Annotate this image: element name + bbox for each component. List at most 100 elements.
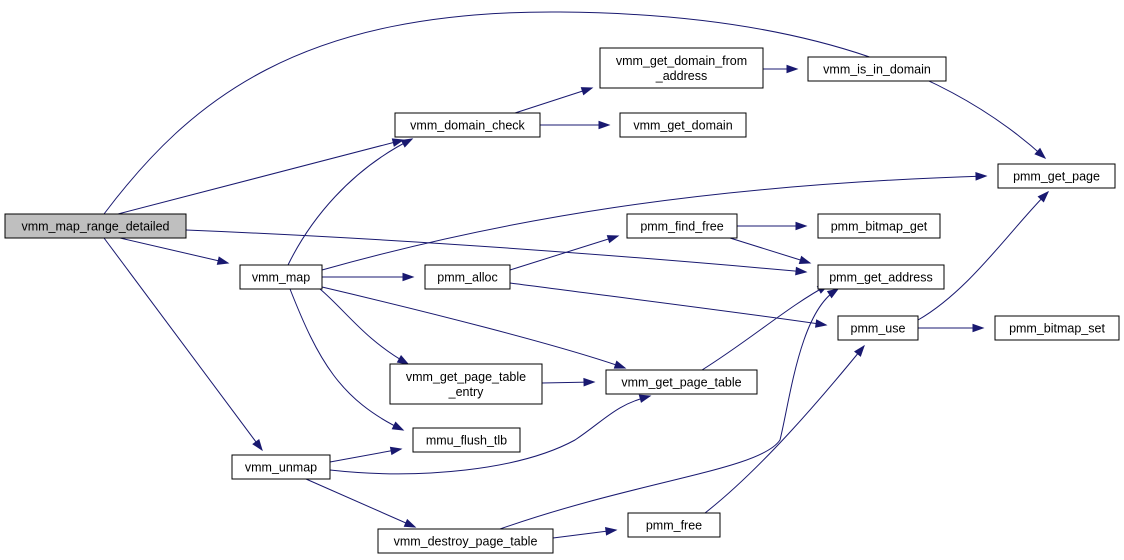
edge-pmm_find_free-to-pmm_get_address xyxy=(729,237,812,265)
node-label: pmm_get_page xyxy=(1013,170,1100,184)
node-vmm-unmap[interactable]: vmm_unmap xyxy=(231,454,331,480)
node-box[interactable] xyxy=(424,264,511,290)
edge-arrowhead xyxy=(391,138,405,147)
node-pmm-alloc[interactable]: pmm_alloc xyxy=(424,264,511,290)
node-box[interactable] xyxy=(377,528,554,554)
node-label: pmm_get_address xyxy=(829,271,933,285)
node-pmm-get-page[interactable]: pmm_get_page xyxy=(997,163,1116,189)
node-pmm-free[interactable]: pmm_free xyxy=(627,512,721,538)
node-label: vmm_is_in_domain xyxy=(823,63,931,77)
node-pmm-find-free[interactable]: pmm_find_free xyxy=(626,213,738,239)
edge-line xyxy=(509,235,619,271)
edge-arrowhead xyxy=(1034,147,1047,159)
node-pmm-bitmap-set[interactable]: pmm_bitmap_set xyxy=(994,315,1120,341)
edge-arrowhead xyxy=(854,344,865,357)
edge-arrowhead xyxy=(389,446,403,456)
edge-arrowhead xyxy=(403,518,417,528)
node-label: vmm_get_page_table xyxy=(621,376,741,390)
edge-arrowhead xyxy=(605,527,618,536)
node-box[interactable] xyxy=(619,112,747,138)
edge-vmm_domain_check-to-vmm_get_domain xyxy=(540,120,611,130)
node-box[interactable] xyxy=(394,112,541,138)
edge-arrowhead xyxy=(972,323,985,333)
node-box[interactable] xyxy=(994,315,1120,341)
edge-vmm_unmap-to-vmm_get_page_table xyxy=(329,394,652,475)
edge-arrowhead xyxy=(583,377,596,387)
node-label: vmm_domain_check xyxy=(410,119,525,133)
node-label: pmm_alloc xyxy=(437,271,497,285)
node-box[interactable] xyxy=(4,213,187,239)
edge-root-to-pmm_get_address xyxy=(185,229,808,276)
node-box[interactable] xyxy=(605,369,758,395)
edge-arrowhead xyxy=(391,421,405,431)
edge-arrowhead xyxy=(795,266,808,276)
edge-arrowhead xyxy=(216,256,230,265)
edge-line xyxy=(305,478,416,528)
node-box[interactable] xyxy=(599,47,764,89)
edge-root-to-vmm_unmap xyxy=(103,237,263,452)
edge-root-to-vmm_map xyxy=(119,237,230,265)
edge-arrowhead xyxy=(396,355,410,365)
node-box[interactable] xyxy=(239,264,323,290)
edge-line xyxy=(552,529,617,539)
node-pmm-get-address[interactable]: pmm_get_address xyxy=(817,264,945,290)
node-label: pmm_bitmap_get xyxy=(831,220,928,234)
node-vmm-destroy-page-table[interactable]: vmm_destroy_page_table xyxy=(377,528,554,554)
node-box[interactable] xyxy=(626,213,738,239)
node-vmm-map[interactable]: vmm_map xyxy=(239,264,323,290)
node-vmm-domain-check[interactable]: vmm_domain_check xyxy=(394,112,541,138)
node-label: vmm_destroy_page_table xyxy=(394,535,538,549)
node-mmu-flush-tlb[interactable]: mmu_flush_tlb xyxy=(412,427,521,453)
edge-line xyxy=(917,191,1049,321)
node-vmm-get-page-table-entry[interactable]: vmm_get_page_table_entry xyxy=(389,363,543,405)
node-label: _address xyxy=(655,69,707,83)
edge-arrowhead xyxy=(826,288,840,299)
node-pmm-bitmap-get[interactable]: pmm_bitmap_get xyxy=(817,213,941,239)
edge-arrowhead xyxy=(580,87,594,96)
edge-line xyxy=(321,286,626,369)
edge-pmm_use-to-pmm_bitmap_set xyxy=(918,323,985,333)
node-box[interactable] xyxy=(231,454,331,480)
edge-vmm_map-to-vmm_domain_check xyxy=(287,138,414,266)
node-vmm-get-domain-from-address[interactable]: vmm_get_domain_from_address xyxy=(599,47,764,89)
node-vmm-is-in-domain[interactable]: vmm_is_in_domain xyxy=(807,56,947,82)
node-box[interactable] xyxy=(817,213,941,239)
edge-vmm_unmap-to-mmu_flush_tlb xyxy=(329,446,403,463)
node-label: mmu_flush_tlb xyxy=(426,434,507,448)
edge-line xyxy=(509,282,827,326)
node-box[interactable] xyxy=(837,315,919,341)
edge-pmm_alloc-to-pmm_find_free xyxy=(509,235,620,271)
node-label: _entry xyxy=(448,385,484,399)
edge-line xyxy=(287,138,413,266)
edge-line xyxy=(329,395,651,475)
node-label: pmm_bitmap_set xyxy=(1009,322,1105,336)
edge-line xyxy=(117,139,404,215)
edge-arrowhead xyxy=(613,360,627,369)
node-box[interactable] xyxy=(412,427,521,453)
edge-line xyxy=(289,288,404,431)
edge-arrowhead xyxy=(598,120,611,130)
node-vmm-get-page-table[interactable]: vmm_get_page_table xyxy=(605,369,758,395)
node-box[interactable] xyxy=(997,163,1116,189)
node-box[interactable] xyxy=(807,56,947,82)
node-label: pmm_find_free xyxy=(640,220,723,234)
edge-pmm_find_free-to-pmm_bitmap_get xyxy=(737,221,808,231)
edge-line xyxy=(729,237,811,264)
node-vmm-get-domain[interactable]: vmm_get_domain xyxy=(619,112,747,138)
edge-vmm_get_page_table_entry-to-vmm_get_page_table xyxy=(541,377,596,387)
edge-arrowhead xyxy=(402,272,415,282)
node-label: vmm_get_page_table xyxy=(406,370,526,384)
edge-arrowhead xyxy=(795,221,808,231)
edge-vmm_destroy_page_table-to-pmm_free xyxy=(552,527,618,539)
node-box[interactable] xyxy=(389,363,543,405)
node-box[interactable] xyxy=(817,264,945,290)
node-pmm-use[interactable]: pmm_use xyxy=(837,315,919,341)
node-root[interactable]: vmm_map_range_detailed xyxy=(4,213,187,239)
node-box[interactable] xyxy=(627,512,721,538)
edge-line xyxy=(329,448,402,463)
edge-vmm_get_domain_from_address-to-vmm_is_in_domain xyxy=(763,64,799,74)
edge-line xyxy=(321,175,987,271)
edge-vmm_unmap-to-vmm_destroy_page_table xyxy=(305,478,417,528)
edge-arrowhead xyxy=(798,255,812,265)
